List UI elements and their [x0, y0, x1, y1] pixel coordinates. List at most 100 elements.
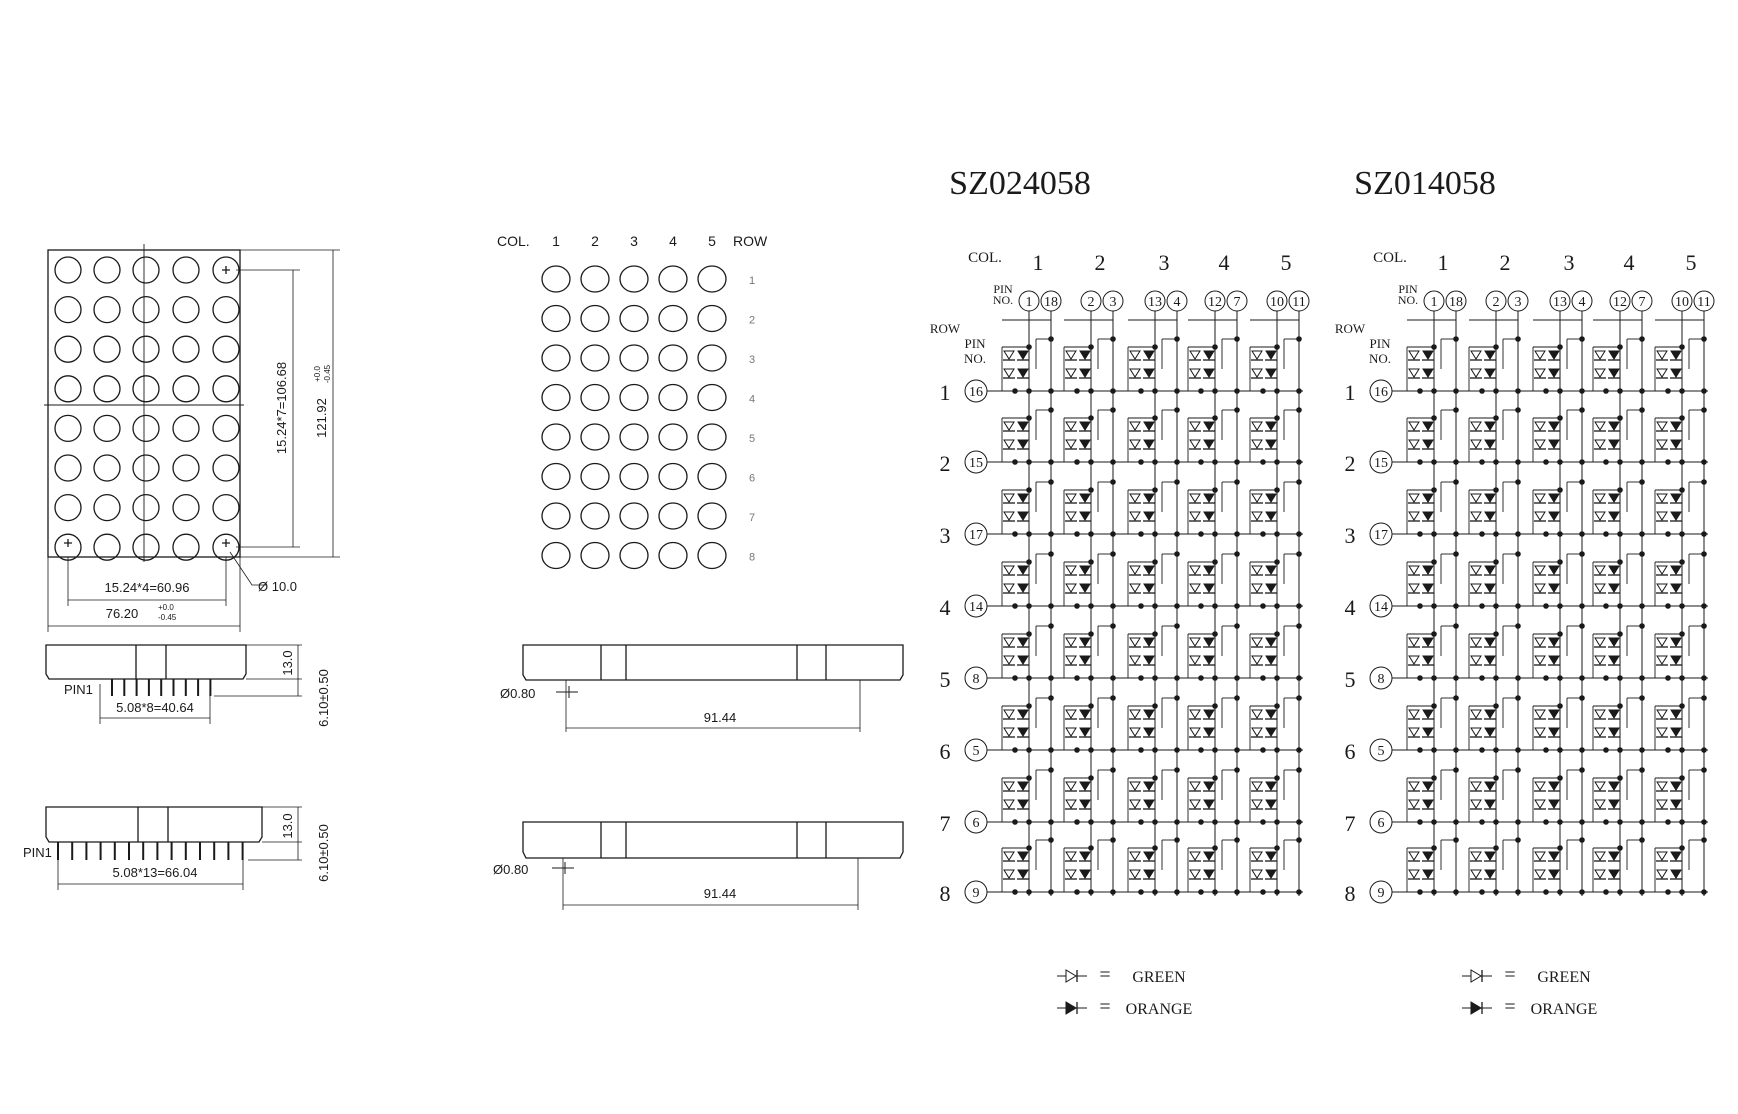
- junction-dot: [1012, 819, 1018, 825]
- green-led-diode: [1594, 727, 1606, 737]
- junction-dot: [1012, 531, 1018, 537]
- matrix-dot: [619, 265, 649, 293]
- orange-led-diode: [1017, 799, 1029, 809]
- junction-dot: [1174, 675, 1180, 681]
- orange-led-diode: [1265, 493, 1277, 503]
- junction-dot: [1012, 388, 1018, 394]
- green-led-diode: [1065, 511, 1077, 521]
- junction-dot: [1234, 747, 1240, 753]
- junction-dot: [1212, 559, 1218, 565]
- green-led-diode: [1189, 368, 1201, 378]
- green-led-diode: [1065, 637, 1077, 647]
- led-dot: [212, 493, 240, 522]
- junction-dot: [1603, 889, 1609, 895]
- green-led-diode: [1534, 350, 1546, 360]
- junction-dot: [1088, 845, 1094, 851]
- orange-led-diode: [1484, 851, 1496, 861]
- green-led-diode: [1534, 368, 1546, 378]
- green-led-diode: [1534, 799, 1546, 809]
- junction-dot: [1679, 675, 1685, 681]
- green-led-diode: [1003, 421, 1015, 431]
- orange-led-diode: [1265, 799, 1277, 809]
- green-led-diode: [1408, 493, 1420, 503]
- orange-led-diode: [1608, 781, 1620, 791]
- col-number: 4: [1219, 250, 1230, 275]
- col-pin-label: PIN: [1398, 282, 1418, 296]
- junction-dot: [1152, 703, 1158, 709]
- junction-dot: [1603, 819, 1609, 825]
- junction-dot: [1493, 747, 1499, 753]
- junction-dot: [1515, 551, 1521, 557]
- green-led-diode: [1003, 869, 1015, 879]
- junction-dot: [1665, 388, 1671, 394]
- junction-dot: [1212, 487, 1218, 493]
- junction-dot: [1557, 344, 1563, 350]
- junction-dot: [1296, 407, 1302, 413]
- junction-dot: [1479, 459, 1485, 465]
- green-led-diode: [1065, 869, 1077, 879]
- orange-led-diode: [1670, 493, 1682, 503]
- led-dot: [212, 414, 240, 443]
- junction-dot: [1679, 631, 1685, 637]
- orange-led-diode: [1608, 421, 1620, 431]
- orange-led-diode: [1143, 368, 1155, 378]
- pin-marker-bottom-left: [64, 539, 72, 547]
- junction-dot: [1110, 819, 1116, 825]
- junction-dot: [1296, 623, 1302, 629]
- green-led-diode: [1003, 565, 1015, 575]
- junction-dot: [1074, 747, 1080, 753]
- orange-led-diode: [1143, 493, 1155, 503]
- junction-dot: [1493, 703, 1499, 709]
- matrix-dot-grid: [541, 265, 727, 570]
- junction-dot: [1639, 336, 1645, 342]
- matrix-dot: [619, 304, 649, 333]
- junction-dot: [1557, 889, 1563, 895]
- row-number: 8: [1345, 881, 1356, 906]
- front-view: 15.24*7=106.68 121.92 +0.0 -0.45 15.24*4…: [44, 244, 340, 632]
- junction-dot: [1296, 551, 1302, 557]
- junction-dot: [1138, 388, 1144, 394]
- junction-dot: [1048, 479, 1054, 485]
- green-led-diode: [1251, 637, 1263, 647]
- junction-dot: [1274, 388, 1280, 394]
- junction-dot: [1260, 531, 1266, 537]
- junction-dot: [1212, 775, 1218, 781]
- junction-dot: [1026, 889, 1032, 895]
- pin-marker-bottom-right: [222, 539, 230, 547]
- junction-dot: [1088, 415, 1094, 421]
- orange-led-diode: [1265, 350, 1277, 360]
- junction-dot: [1234, 889, 1240, 895]
- green-led-diode: [1251, 421, 1263, 431]
- led-dot: [54, 295, 82, 324]
- junction-dot: [1234, 551, 1240, 557]
- orange-led-diode: [1670, 350, 1682, 360]
- green-led-diode: [1065, 655, 1077, 665]
- green-led-diode: [1470, 851, 1482, 861]
- junction-dot: [1701, 819, 1707, 825]
- junction-dot: [1639, 837, 1645, 843]
- matrix-col-number: 5: [708, 233, 716, 249]
- green-led-diode: [1251, 493, 1263, 503]
- orange-led-diode: [1143, 583, 1155, 593]
- green-led-diode: [1065, 439, 1077, 449]
- green-led-diode: [1003, 727, 1015, 737]
- junction-dot: [1639, 675, 1645, 681]
- junction-dot: [1679, 531, 1685, 537]
- junction-dot: [1493, 459, 1499, 465]
- junction-dot: [1138, 531, 1144, 537]
- matrix-row-number: 3: [749, 354, 755, 366]
- green-led-diode: [1470, 368, 1482, 378]
- junction-dot: [1639, 407, 1645, 413]
- green-led-diode: [1189, 851, 1201, 861]
- green-led-diode: [1003, 511, 1015, 521]
- junction-dot: [1274, 344, 1280, 350]
- orange-led-diode: [1422, 799, 1434, 809]
- junction-dot: [1174, 695, 1180, 701]
- orange-led-diode: [1017, 709, 1029, 719]
- junction-dot: [1152, 819, 1158, 825]
- matrix-row-number: 2: [749, 315, 755, 327]
- green-led-diode: [1408, 709, 1420, 719]
- junction-dot: [1617, 344, 1623, 350]
- col-number: 4: [1624, 250, 1635, 275]
- led-dot: [212, 454, 240, 482]
